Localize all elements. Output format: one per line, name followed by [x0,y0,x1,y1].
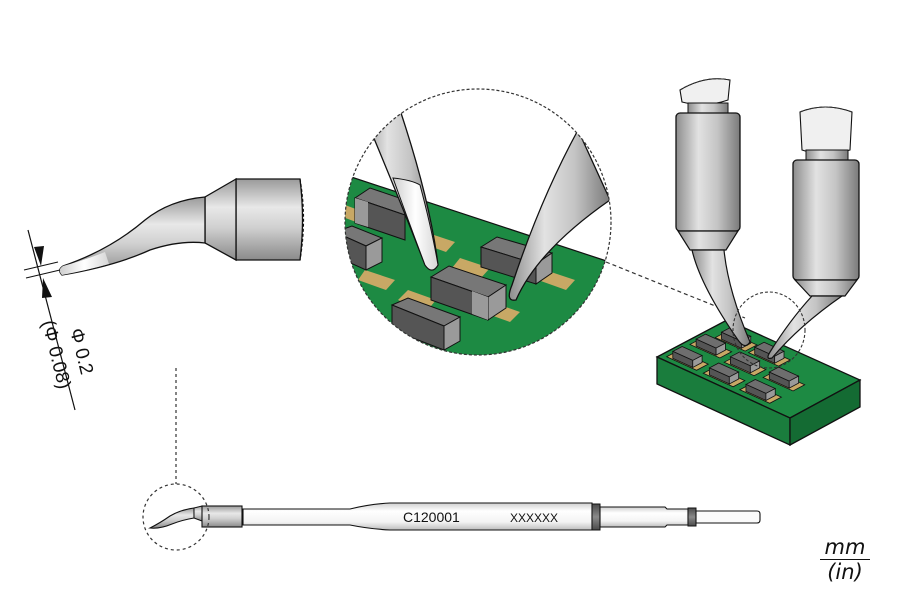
smd-component-end [749,360,761,374]
part-number-label: C120001 [403,509,460,525]
cartridge-pin [695,510,761,524]
smd-component-end [788,375,799,389]
smd-component-end [692,354,703,369]
solder-pad [452,258,490,279]
tip-profile-view [59,177,305,276]
cartridge-tip-highlight-circle [142,483,210,551]
smd-component [345,225,384,271]
magnifier-circle [344,88,612,356]
barrel-break-line [299,178,305,261]
pcb-block-side [789,378,861,447]
cartridge-ring-2 [687,507,697,527]
tip-cone [204,177,237,262]
units-secondary: (in) [827,560,863,584]
smd-component [390,297,462,351]
focus-circle [732,291,806,369]
dimension-imperial: (Φ 0.08) [37,318,74,391]
magnified-tip-left-plated [392,177,439,271]
dual-tool-application-view [655,78,862,447]
smd-component-end [728,371,740,385]
dimension-arrow-bottom [42,278,52,298]
soldering-tool-right [767,106,860,359]
dimension-arrow-top [34,246,44,266]
cartridge-bent-tip [148,507,195,529]
units-legend: mm (in) [820,537,870,583]
units-primary: mm [820,537,870,560]
smd-component-end [715,342,726,356]
leader-line-magnifier [605,261,746,319]
solder-pad [358,270,395,290]
full-cartridge-view: C120001 XXXXXX [142,483,761,551]
magnified-tip-right [508,128,611,301]
cartridge-rear-shaft [599,506,689,528]
smd-component-end [765,387,776,402]
cartridge-cone [193,505,203,522]
tip-plated-end [59,252,109,275]
magnified-detail-view [344,88,612,356]
soldering-tool-left [675,78,751,347]
extension-line-1 [23,261,59,271]
dimension-line [27,229,76,411]
cartridge-barrel [201,505,243,528]
tip-barrel [235,178,304,261]
serial-number-label: XXXXXX [510,511,558,525]
cartridge-ring-1 [591,503,601,531]
smd-component [429,265,508,321]
smd-component-end [774,350,785,364]
smd-component [353,187,422,241]
extension-line-2 [25,269,61,279]
